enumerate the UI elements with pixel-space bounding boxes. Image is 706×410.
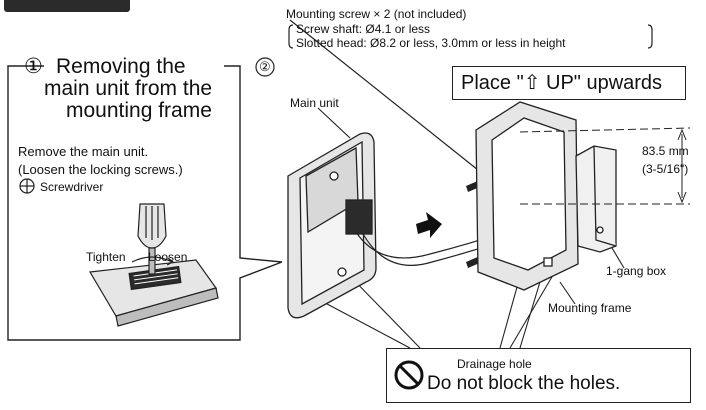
main-unit-illustration xyxy=(287,132,377,319)
remove-instruction-line2: (Loosen the locking screws.) xyxy=(18,162,183,177)
prohibition-icon xyxy=(394,360,424,390)
up-arrow-icon: ⇧ xyxy=(523,72,541,94)
place-up-callout: Place "⇧ UP" upwards xyxy=(452,66,686,100)
mounting-frame-label: Mounting frame xyxy=(548,301,632,315)
dimension-mm-label: 83.5 mm xyxy=(642,144,689,158)
screw-shaft-spec: Screw shaft: Ø4.1 or less xyxy=(296,22,431,36)
header-bar xyxy=(4,0,130,12)
step1-title-line2: main unit from the xyxy=(44,77,213,100)
drainage-hole-label: Drainage hole xyxy=(457,357,532,371)
gang-box-illustration xyxy=(575,145,617,253)
tighten-label: Tighten xyxy=(86,250,126,264)
mounting-frame-illustration xyxy=(475,101,579,291)
place-up-text: Place "⇧ UP" upwards xyxy=(461,72,662,94)
main-unit-small-illustration xyxy=(89,259,219,327)
loosen-label: Loosen xyxy=(148,250,188,264)
place-up-suffix: UP" upwards xyxy=(540,72,663,94)
dimension-83-5 xyxy=(519,127,691,205)
screwdriver-plus-icon xyxy=(19,178,35,194)
screwdriver-illustration xyxy=(131,203,175,275)
main-unit-label: Main unit xyxy=(290,96,339,110)
screw-spec-bracket xyxy=(288,19,653,171)
direction-arrow xyxy=(416,212,442,238)
screw-head-spec: Slotted head: Ø8.2 or less, 3.0mm or les… xyxy=(296,36,566,50)
screw-title: Mounting screw × 2 (not included) xyxy=(286,7,467,21)
step2-number: ② xyxy=(259,59,271,74)
drainage-callout: Drainage hole Do not block the holes. xyxy=(386,348,691,403)
screwdriver-label: Screwdriver xyxy=(40,180,104,194)
gang-box-label: 1-gang box xyxy=(606,264,667,278)
step1-title-line3: mounting frame xyxy=(66,99,212,122)
step1-title-line1: Removing the xyxy=(56,55,186,78)
remove-instruction-line1: Remove the main unit. xyxy=(18,144,149,159)
place-up-prefix: Place " xyxy=(461,72,524,94)
step2-circle xyxy=(255,57,275,77)
dimension-inch-label: (3-5/16") xyxy=(642,162,689,176)
no-block-warning: Do not block the holes. xyxy=(427,373,621,394)
step1-bracket xyxy=(7,65,283,341)
step1-number: ① xyxy=(24,55,43,78)
